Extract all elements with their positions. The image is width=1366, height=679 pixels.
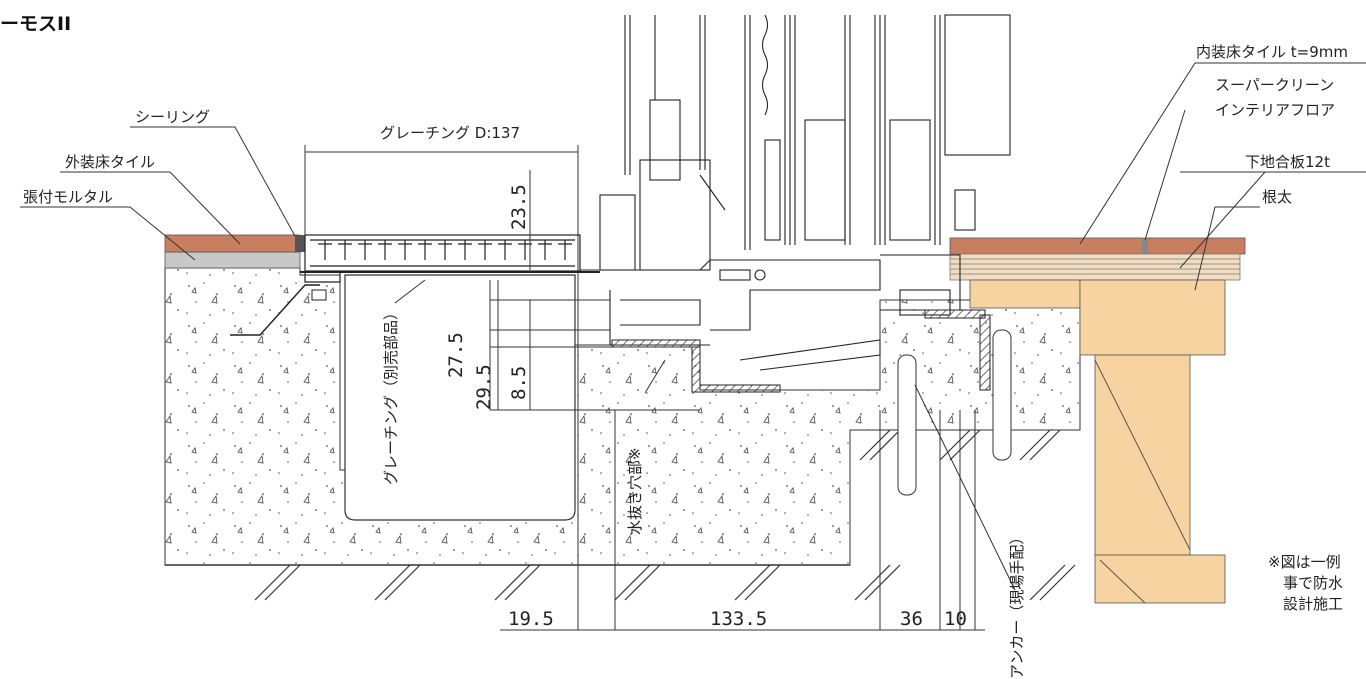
label-interior-tile: 内装床タイル t=9mm <box>1196 43 1348 61</box>
grating-pit <box>344 274 576 521</box>
dim-29-5: 29.5 <box>473 364 495 410</box>
dim-36: 36 <box>900 608 923 630</box>
label-plywood: 下地合板12t <box>1245 153 1330 171</box>
drawing-title: ーモスII <box>0 13 71 35</box>
ground-hatch <box>165 429 1076 601</box>
note-line3: 設計施工 <box>1283 595 1343 613</box>
anchor-hook <box>230 284 320 336</box>
tile-joint <box>1142 238 1148 254</box>
label-joist: 根太 <box>1262 188 1292 206</box>
plywood-layer <box>949 253 1241 281</box>
dim-8-5: 8.5 <box>508 366 530 400</box>
label-drain-hole: 水抜き穴部※ <box>626 447 644 535</box>
sash-frame <box>599 14 1011 271</box>
anchor-bolts <box>897 329 1012 496</box>
note-line1: ※図は一例 <box>1268 553 1341 571</box>
interior-tile-layer <box>949 237 1246 255</box>
label-exterior-tile: 外装床タイル <box>65 153 155 171</box>
label-floor-line1: スーパークリーン <box>1215 76 1334 94</box>
label-grating-separate: グレーチング（別売部品） <box>382 305 400 485</box>
label-floor-line2: インテリアフロア <box>1215 101 1335 119</box>
bolt <box>311 289 327 301</box>
sill-seal <box>924 309 986 319</box>
dim-27-5: 27.5 <box>445 332 467 378</box>
lower-frame <box>580 254 961 371</box>
sleeper <box>969 279 1081 309</box>
dim-19-5: 19.5 <box>508 608 554 630</box>
sill-beam <box>1094 554 1226 604</box>
note-line2: 事で防水 <box>1283 574 1343 592</box>
dim-133-5: 133.5 <box>710 608 767 630</box>
label-grating: グレーチング D:137 <box>380 124 520 142</box>
exterior-tile-layer <box>164 234 301 253</box>
label-sealing: シーリング <box>135 108 210 126</box>
dimension-lines <box>304 145 985 631</box>
dim-23-5: 23.5 <box>508 184 530 230</box>
sealing-joint <box>295 235 305 252</box>
leader-lines <box>20 62 1366 591</box>
sill-upright <box>979 314 991 391</box>
label-anchor: アンカー（現場手配） <box>1008 530 1026 679</box>
dim-10: 10 <box>944 608 967 630</box>
label-mortar: 張付モルタル <box>23 188 113 206</box>
joist-beam <box>1079 279 1226 356</box>
mortar-layer <box>164 251 301 269</box>
grating-body <box>300 234 600 283</box>
